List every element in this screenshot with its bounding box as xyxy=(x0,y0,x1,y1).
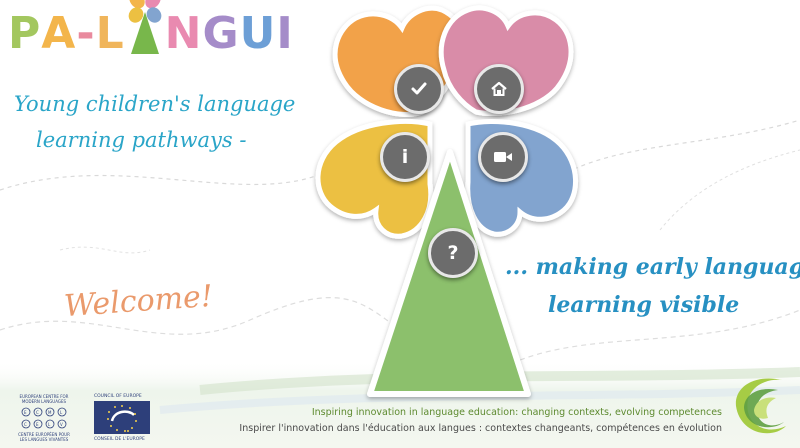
check-icon xyxy=(411,82,427,95)
ecml-name-fr-1: CENTRE EUROPÉEN POUR xyxy=(18,432,70,437)
video-button[interactable] xyxy=(478,132,528,182)
ecml-letter: E xyxy=(24,410,27,415)
petal-bottom-right xyxy=(465,118,578,237)
logo-text: PA-L NGUI xyxy=(8,0,294,59)
palingui-logo: PA-L NGUI xyxy=(8,0,320,80)
petal-top-right xyxy=(438,5,574,117)
ecml-swirl-logo-icon xyxy=(735,378,786,434)
coe-name-en: COUNCIL OF EUROPE xyxy=(94,394,142,399)
coe-emblem-icon xyxy=(94,401,150,434)
ecml-letter: V xyxy=(60,422,63,427)
ecml-name-en-1: EUROPEAN CENTRE FOR xyxy=(19,394,69,399)
tagline-line-1: Young children's language xyxy=(14,92,296,116)
visible-line-2: learning visible xyxy=(548,292,740,318)
info-button[interactable]: i xyxy=(380,132,430,182)
video-camera-icon xyxy=(494,152,512,162)
ecml-name-fr-2: LES LANGUES VIVANTES xyxy=(19,437,69,442)
home-button[interactable] xyxy=(474,64,524,114)
council-of-europe-logo: COUNCIL OF EUROPE CONSEIL DE L'EUROPE xyxy=(90,392,154,444)
check-button[interactable] xyxy=(394,64,444,114)
ecml-letter: L xyxy=(60,410,63,415)
coe-name-fr: CONSEIL DE L'EUROPE xyxy=(94,437,145,442)
ecml-letter: C xyxy=(36,410,39,415)
ecml-letter: L xyxy=(48,422,51,427)
ecml-letter: C xyxy=(24,422,27,427)
tagline-line-2: learning pathways - xyxy=(36,128,247,152)
ecml-letter: E xyxy=(36,422,39,427)
visible-line-1: ... making early language xyxy=(505,254,800,280)
info-icon: i xyxy=(401,145,409,168)
ecml-logo: EUROPEAN CENTRE FOR MODERN LANGUAGES E C… xyxy=(6,392,82,444)
help-button[interactable]: ? xyxy=(428,228,478,278)
slogan-english: Inspiring innovation in language educati… xyxy=(311,407,722,418)
logo-flower-icon xyxy=(128,0,161,54)
ecml-emblem-icon xyxy=(21,407,67,429)
home-icon xyxy=(491,81,507,96)
question-icon: ? xyxy=(447,241,459,264)
ecml-name-en-2: MODERN LANGUAGES xyxy=(21,399,67,404)
slogan-french: Inspirer l'innovation dans l'éducation a… xyxy=(239,423,722,434)
ecml-letter: M xyxy=(48,410,52,415)
